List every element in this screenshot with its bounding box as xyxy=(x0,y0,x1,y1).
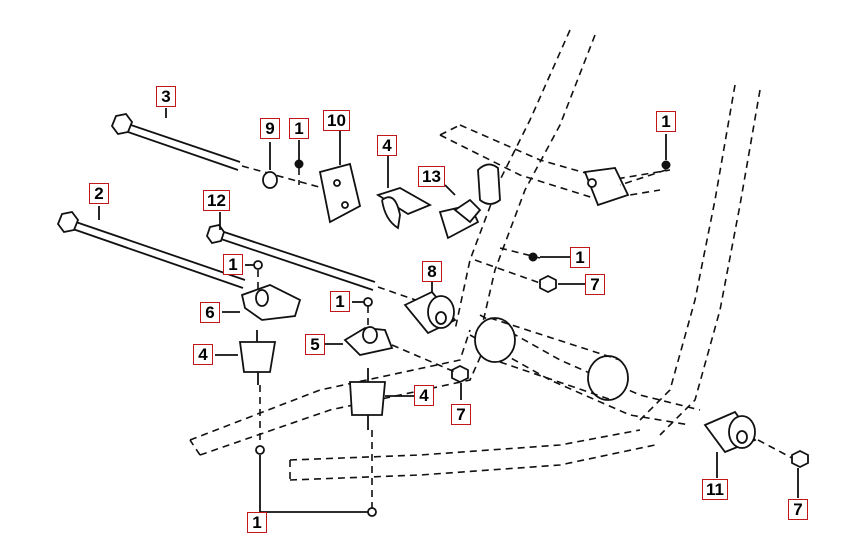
bolt-3 xyxy=(110,113,331,191)
callout-label: 9 xyxy=(260,118,280,139)
bushing-8 xyxy=(403,290,457,335)
callout-label: 6 xyxy=(200,302,220,323)
bushing-4-lower xyxy=(349,368,386,430)
bolt-12 xyxy=(206,223,431,306)
callout-label: 1 xyxy=(570,247,590,268)
callout-label: 1 xyxy=(247,512,267,533)
callout-label: 4 xyxy=(414,385,434,406)
assembly-lines xyxy=(257,168,793,508)
callout-label: 7 xyxy=(451,404,471,425)
callout-label: 13 xyxy=(418,166,445,187)
bushing-11 xyxy=(703,410,757,454)
bracket-6 xyxy=(240,284,302,321)
callout-label: 4 xyxy=(193,344,213,365)
callout-label: 8 xyxy=(422,261,442,282)
frame-bracket-right xyxy=(583,167,630,207)
nuts-7 xyxy=(451,274,809,469)
callout-label: 1 xyxy=(656,111,676,132)
bushing-4-left xyxy=(238,330,277,385)
callout-label: 4 xyxy=(377,135,397,156)
washer-9 xyxy=(262,171,278,189)
bracket-10 xyxy=(318,162,362,224)
callout-label: 7 xyxy=(585,274,605,295)
crossmember-tube xyxy=(474,317,629,401)
callout-label: 12 xyxy=(203,190,230,211)
bolt-2 xyxy=(56,211,246,289)
callout-label: 1 xyxy=(289,118,309,139)
frame-outline xyxy=(189,29,761,481)
callout-label: 10 xyxy=(323,110,350,131)
callout-label: 5 xyxy=(305,334,325,355)
bushing-4-upper xyxy=(375,187,433,230)
callout-label: 2 xyxy=(89,183,109,204)
callout-label: 1 xyxy=(330,291,350,312)
callout-label: 11 xyxy=(702,479,728,500)
callout-label: 1 xyxy=(223,254,243,275)
callout-label: 3 xyxy=(156,86,176,107)
callout-label: 7 xyxy=(788,499,808,520)
